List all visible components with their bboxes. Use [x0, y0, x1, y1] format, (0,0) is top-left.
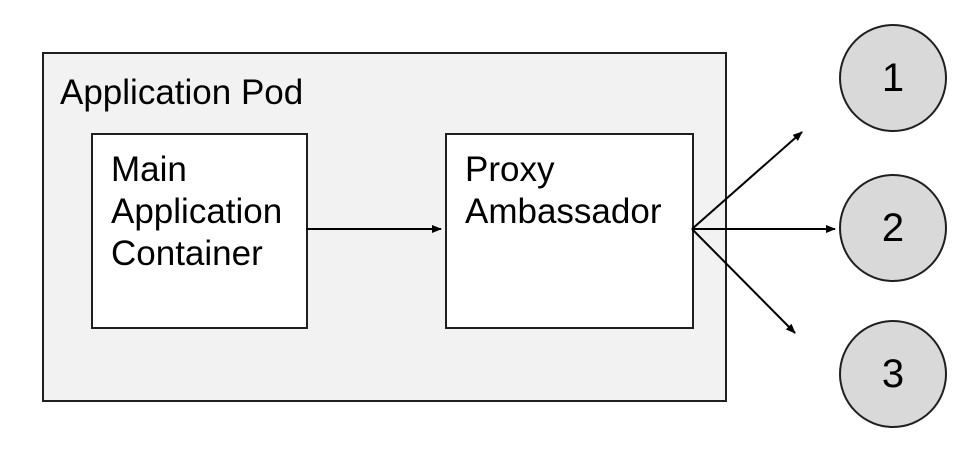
endpoint-circle-2: 2 — [839, 174, 947, 282]
endpoint-circle-3: 3 — [839, 320, 947, 428]
application-pod-label: Application Pod — [60, 73, 304, 112]
application-pod-box: Application Pod Main Application Contain… — [42, 52, 727, 402]
proxy-ambassador-box: Proxy Ambassador — [445, 133, 694, 329]
endpoint-2-label: 2 — [881, 206, 905, 250]
main-application-container-label: Main Application Container — [111, 150, 283, 273]
main-application-container-box: Main Application Container — [91, 133, 308, 329]
endpoint-circle-1: 1 — [839, 24, 947, 132]
endpoint-1-label: 1 — [881, 56, 905, 100]
endpoint-3-label: 3 — [881, 352, 905, 396]
proxy-ambassador-label: Proxy Ambassador — [465, 150, 662, 231]
